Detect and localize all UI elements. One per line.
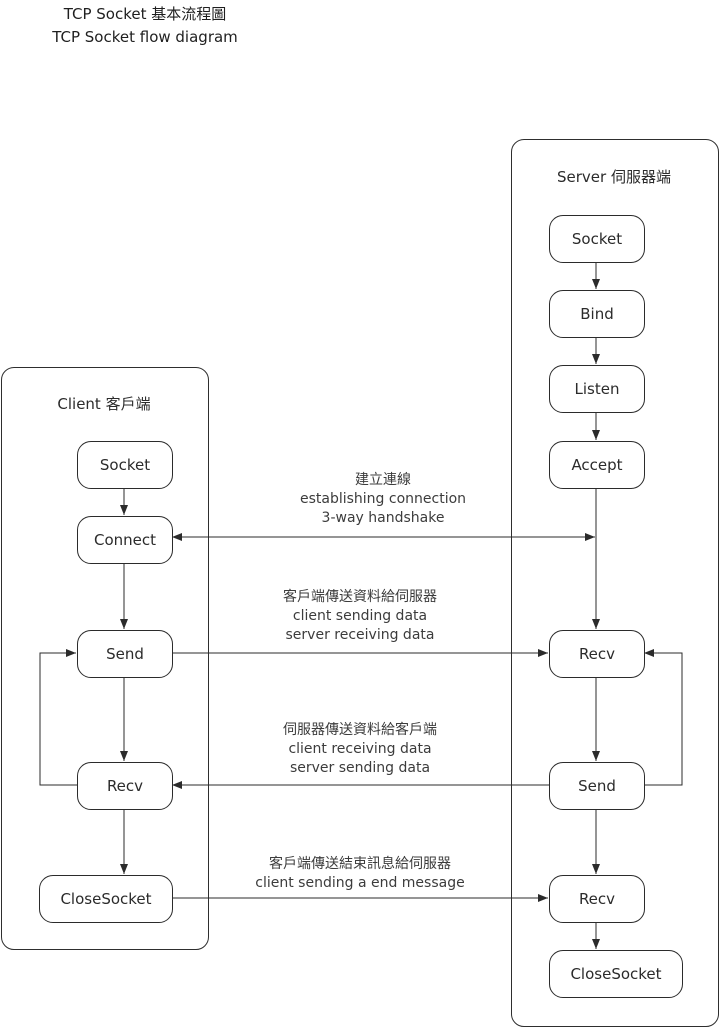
node-label: Listen (574, 380, 620, 398)
annotation-line: 建立連線 (354, 472, 411, 488)
client-header: Client 客戶端 (57, 395, 151, 413)
server-node-recv: Recv (549, 630, 645, 678)
node-label: Socket (99, 456, 151, 474)
server-node-recv2: Recv (549, 875, 645, 923)
annotation-line: server sending data (289, 760, 431, 776)
annotation-line: establishing connection (299, 491, 467, 507)
server-node-socket: Socket (549, 215, 645, 263)
diagram-title-line1: TCP Socket 基本流程圖 (63, 5, 227, 23)
node-label: Bind (580, 305, 614, 323)
client-node-send: Send (77, 630, 173, 678)
client-node-socket: Socket (77, 441, 173, 489)
annotation-server-sending: 伺服器傳送資料給客戶端 client receiving data server… (283, 721, 437, 778)
annotation-line: 3-way handshake (321, 510, 445, 526)
node-label: Send (578, 777, 616, 795)
client-container (1, 367, 209, 950)
server-node-accept: Accept (549, 441, 645, 489)
client-node-recv: Recv (77, 762, 173, 810)
client-node-closesocket: CloseSocket (39, 875, 173, 923)
node-label: Socket (571, 230, 623, 248)
annotation-line: server receiving data (285, 627, 435, 643)
annotation-line: 伺服器傳送資料給客戶端 (283, 722, 437, 738)
diagram-title: TCP Socket 基本流程圖 TCP Socket flow diagram (25, 3, 265, 49)
annotation-line: client sending a end message (255, 875, 465, 891)
annotation-line: 客戶端傳送資料給伺服器 (283, 589, 437, 605)
arrow-server-send-loop-to-recv (643, 649, 683, 786)
node-label: Recv (578, 645, 616, 663)
node-label: Accept (571, 456, 623, 474)
node-label: CloseSocket (570, 965, 662, 983)
annotation-end-message: 客戶端傳送結束訊息給伺服器 client sending a end messa… (255, 855, 464, 893)
node-label: Connect (93, 531, 157, 549)
annotation-line: 客戶端傳送結束訊息給伺服器 (268, 856, 451, 872)
annotation-client-sending: 客戶端傳送資料給伺服器 client sending data server r… (283, 588, 437, 645)
server-node-bind: Bind (549, 290, 645, 338)
server-node-send: Send (549, 762, 645, 810)
client-node-connect: Connect (77, 516, 173, 564)
diagram-title-line2: TCP Socket flow diagram (52, 28, 238, 46)
node-label: CloseSocket (60, 890, 152, 908)
server-node-closesocket: CloseSocket (549, 950, 683, 998)
annotation-line: client sending data (292, 608, 428, 624)
node-label: Recv (106, 777, 144, 795)
node-label: Send (106, 645, 144, 663)
arrow-client-recv-loop-to-send (39, 649, 77, 786)
annotation-handshake: 建立連線 establishing connection 3-way hands… (300, 471, 466, 528)
server-header: Server 伺服器端 (557, 168, 671, 186)
server-node-listen: Listen (549, 365, 645, 413)
annotation-line: client receiving data (288, 741, 432, 757)
node-label: Recv (578, 890, 616, 908)
